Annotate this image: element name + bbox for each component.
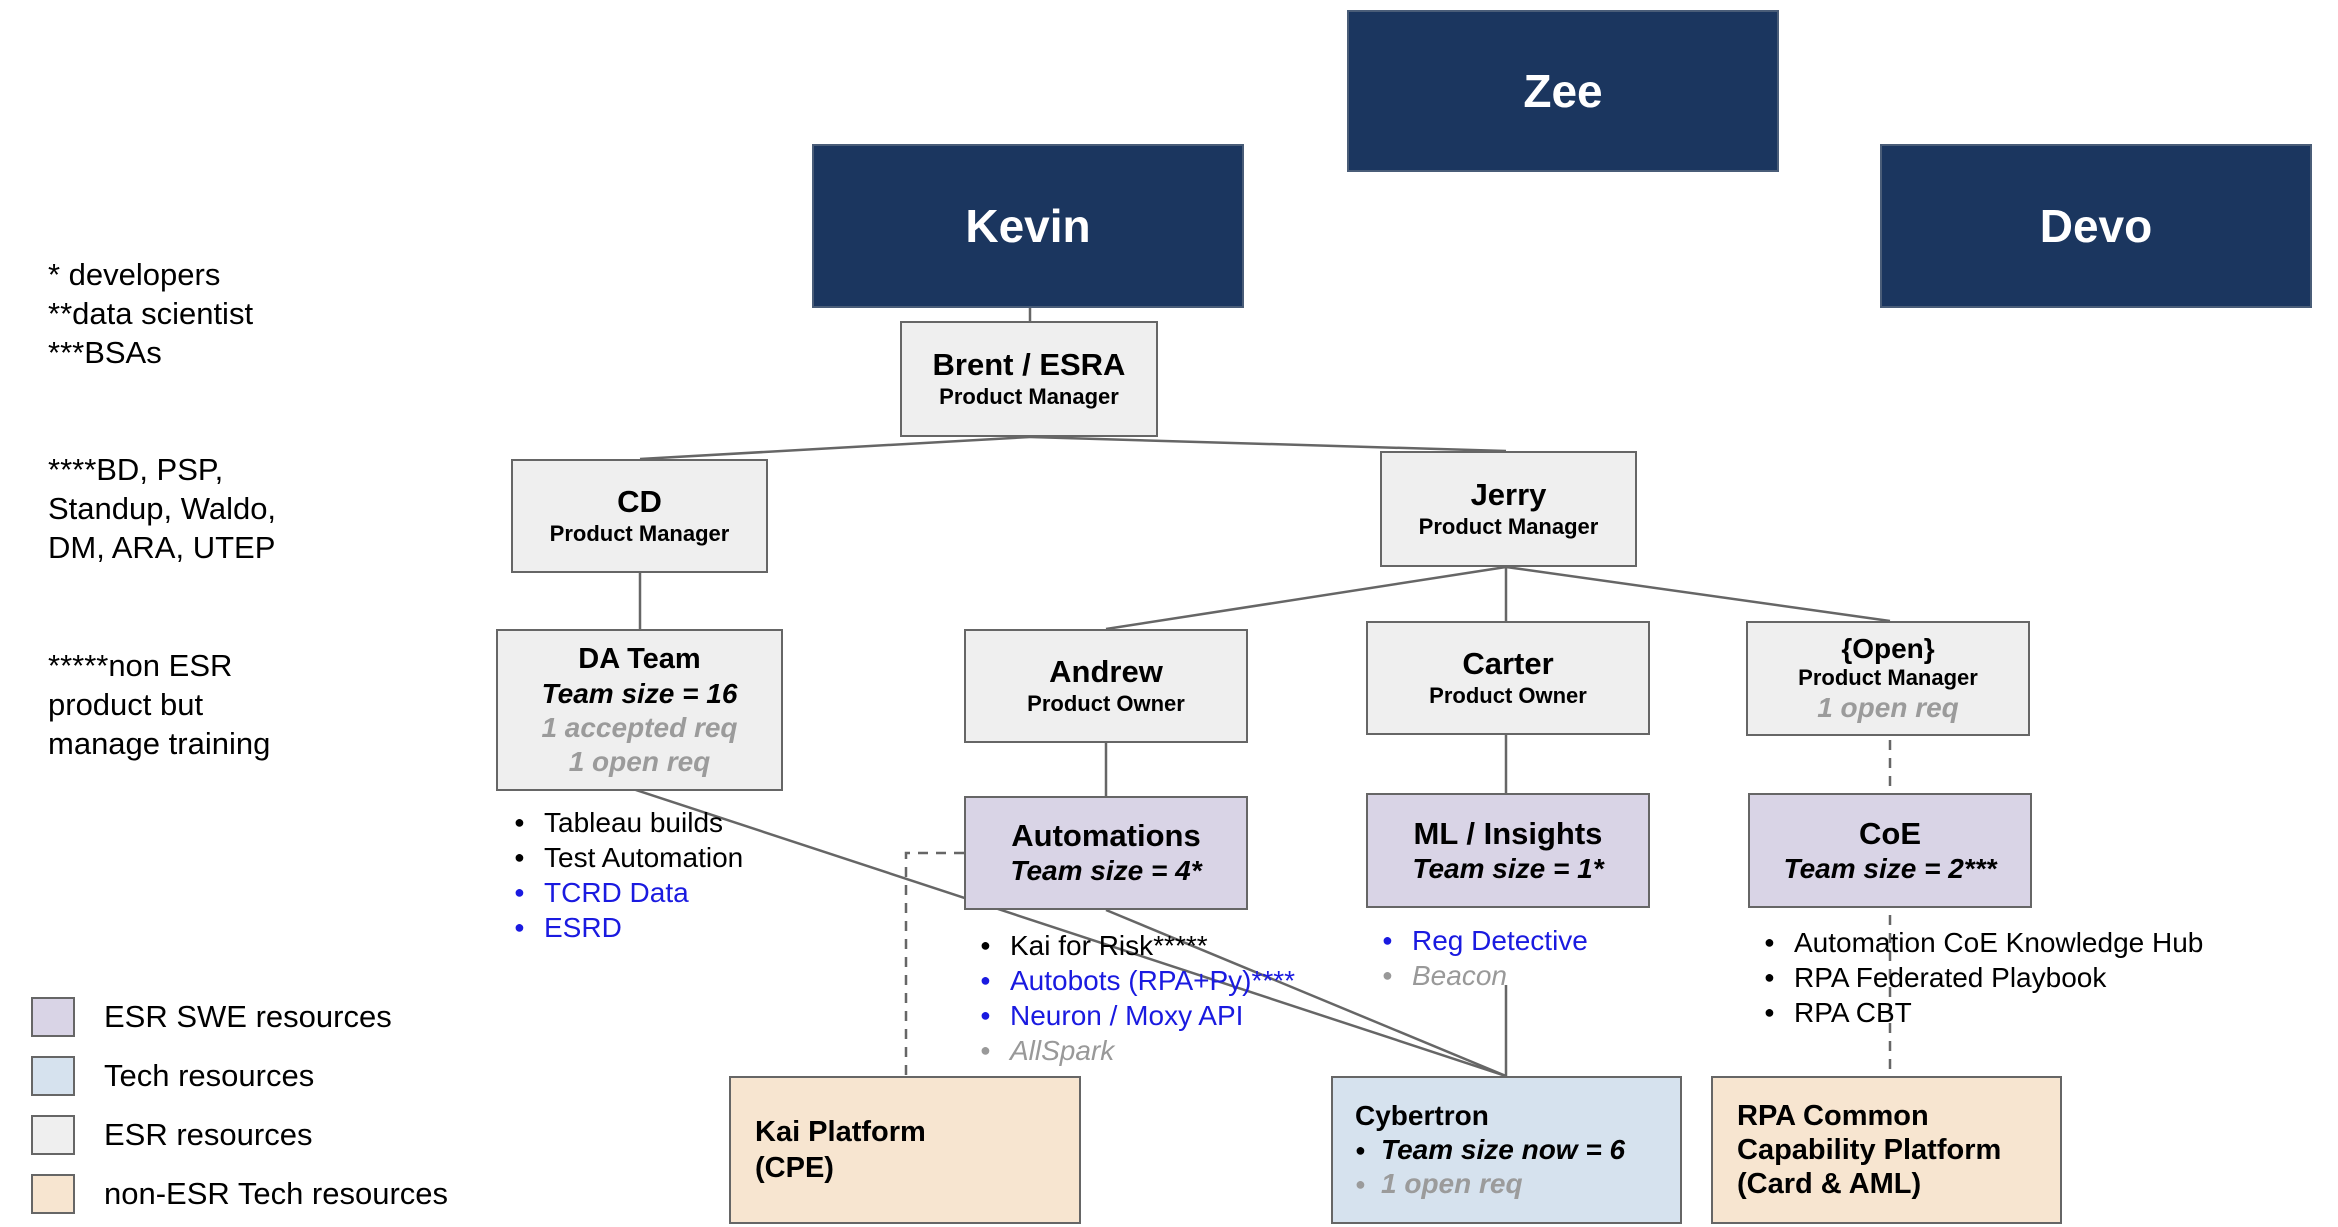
zee-box: Zee (1347, 10, 1779, 172)
note-data-scientist: **data scientist (48, 296, 254, 331)
brent-name: Brent / ESRA (932, 347, 1126, 382)
coe-name: CoE (1859, 815, 1921, 851)
da-team-accepted-req: 1 accepted req (541, 712, 738, 743)
carter-box: Carter Product Owner (1366, 621, 1650, 735)
open-box: {Open} Product Manager 1 open req (1746, 621, 2030, 736)
coe-size: Team size = 2*** (1783, 852, 1997, 884)
cybertron-name: Cybertron (1355, 1100, 1489, 1131)
open-role: Product Manager (1798, 664, 1978, 690)
andrew-name: Andrew (1049, 654, 1163, 689)
list-item: Tableau builds (514, 805, 743, 840)
list-item: Beacon (1382, 958, 1588, 993)
legend-label-esr-swe: ESR SWE resources (104, 999, 392, 1034)
andrew-box: Andrew Product Owner (964, 629, 1248, 743)
kevin-box: Kevin (812, 144, 1244, 308)
note-4star-c: DM, ARA, UTEP (48, 530, 276, 565)
kai-platform-line2: (CPE) (755, 1152, 834, 1184)
legend-swatch-non-esr-tech (31, 1174, 75, 1214)
automations-box: Automations Team size = 4* (964, 796, 1248, 910)
list-item: Automation CoE Knowledge Hub (1764, 925, 2203, 960)
brent-role: Product Manager (939, 384, 1119, 409)
list-item: ESRD (514, 910, 743, 945)
legend-swatch-esr-swe (31, 997, 75, 1037)
jerry-box: Jerry Product Manager (1380, 451, 1637, 567)
da-team-open-req: 1 open req (568, 746, 711, 777)
list-item: Autobots (RPA+Py)**** (980, 963, 1295, 998)
coe-box: CoE Team size = 2*** (1748, 793, 2032, 908)
list-item: Neuron / Moxy API (980, 998, 1295, 1033)
da-team-box: DA Team Team size = 16 1 accepted req 1 … (496, 629, 783, 791)
carter-role: Product Owner (1429, 683, 1587, 708)
note-developers: * developers (48, 257, 221, 292)
list-item: Reg Detective (1382, 923, 1588, 958)
automations-list: Kai for Risk***** Autobots (RPA+Py)**** … (980, 928, 1295, 1068)
jerry-name: Jerry (1470, 477, 1547, 512)
zee-label: Zee (1523, 65, 1603, 117)
kai-platform-line1: Kai Platform (755, 1116, 926, 1148)
ml-insights-name: ML / Insights (1413, 815, 1603, 851)
devo-label: Devo (2039, 200, 2153, 252)
andrew-role: Product Owner (1027, 691, 1185, 716)
list-item: RPA Federated Playbook (1764, 960, 2203, 995)
note-4star-b: Standup, Waldo, (48, 491, 277, 526)
list-item: Kai for Risk***** (980, 928, 1295, 963)
automations-size: Team size = 4* (1010, 855, 1202, 886)
note-5star-c: manage training (48, 726, 271, 761)
legend-label-non-esr-tech: non-ESR Tech resources (104, 1176, 449, 1211)
automations-name: Automations (1011, 818, 1201, 853)
rpa-platform-line3: (Card & AML) (1737, 1168, 1922, 1200)
rpa-platform-line1: RPA Common (1737, 1100, 1929, 1132)
rpa-platform-box: RPA Common Capability Platform (Card & A… (1711, 1076, 2062, 1224)
ml-insights-list: Reg Detective Beacon (1382, 923, 1588, 993)
note-5star-a: *****non ESR (48, 648, 233, 683)
cd-role: Product Manager (549, 521, 730, 546)
list-item: TCRD Data (514, 875, 743, 910)
note-bsas: ***BSAs (48, 335, 162, 370)
legend-swatch-tech (31, 1056, 75, 1096)
list-item: Test Automation (514, 840, 743, 875)
coe-list: Automation CoE Knowledge Hub RPA Federat… (1764, 925, 2203, 1030)
ml-insights-box: ML / Insights Team size = 1* (1366, 793, 1650, 908)
brent-box: Brent / ESRA Product Manager (900, 321, 1158, 437)
cybertron-team-size: Team size now = 6 (1355, 1133, 1625, 1167)
ml-insights-size: Team size = 1* (1412, 852, 1604, 884)
cybertron-box: Cybertron Team size now = 6 1 open req (1331, 1076, 1682, 1224)
note-5star-b: product but (48, 687, 204, 722)
kai-platform-box: Kai Platform (CPE) (729, 1076, 1081, 1224)
devo-box: Devo (1880, 144, 2312, 308)
open-name: {Open} (1841, 632, 1935, 664)
da-team-list: Tableau builds Test Automation TCRD Data… (514, 805, 743, 945)
list-item: RPA CBT (1764, 995, 2203, 1030)
legend-label-tech: Tech resources (104, 1058, 315, 1093)
cd-name: CD (617, 484, 662, 519)
kevin-label: Kevin (965, 200, 1091, 252)
note-4star-a: ****BD, PSP, (48, 452, 224, 487)
legend-swatch-esr (31, 1115, 75, 1155)
da-team-size: Team size = 16 (541, 678, 738, 709)
list-item: AllSpark (980, 1033, 1295, 1068)
jerry-role: Product Manager (1418, 514, 1599, 539)
rpa-platform-line2: Capability Platform (1737, 1134, 2002, 1166)
cd-box: CD Product Manager (511, 459, 768, 573)
legend-label-esr: ESR resources (104, 1117, 313, 1152)
carter-name: Carter (1462, 646, 1554, 681)
open-req: 1 open req (1817, 691, 1959, 723)
da-team-name: DA Team (578, 643, 701, 675)
cybertron-open-req: 1 open req (1355, 1167, 1523, 1201)
